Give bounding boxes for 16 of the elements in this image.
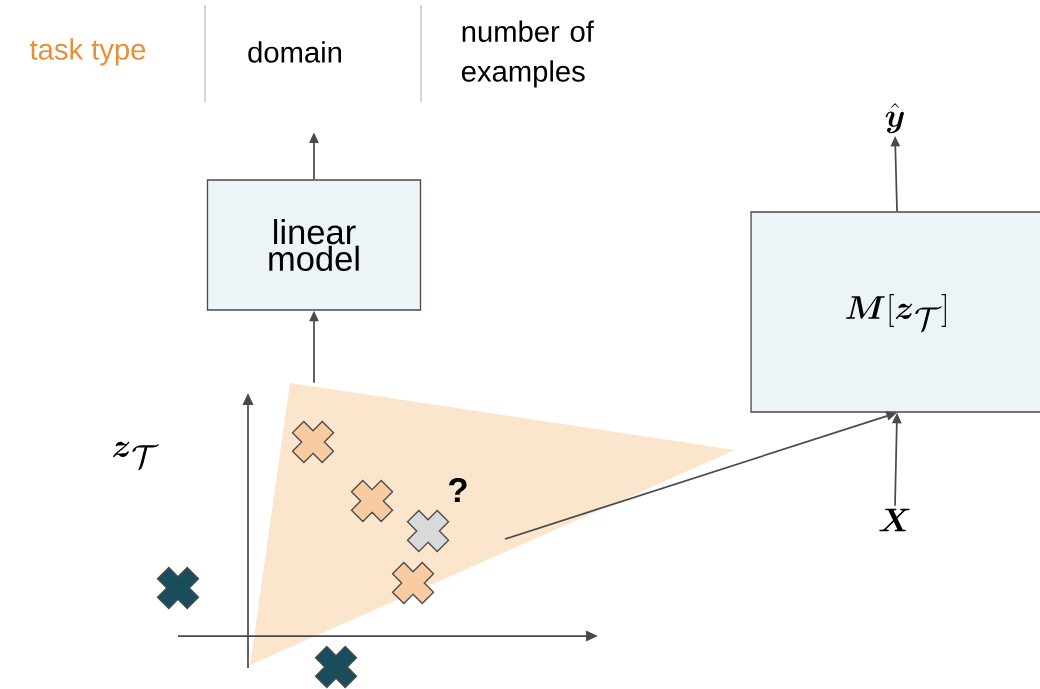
cross-marker — [391, 561, 435, 605]
projection-fan — [250, 383, 735, 665]
cross-marker — [156, 566, 200, 610]
cross-marker — [406, 509, 450, 553]
model-box: $\boldsymbol{M}[\boldsymbol{z}_{\mathcal{T}}]$ — [750, 211, 1040, 413]
cross-marker — [350, 479, 394, 523]
question-mark: ? — [449, 477, 467, 503]
cross-marker — [314, 645, 358, 689]
header-label: task type — [29, 38, 146, 66]
cross-marker — [291, 420, 335, 464]
header-label: domain — [248, 41, 341, 63]
variable-symbol: $\hat{\boldsymbol{y}}$ — [885, 103, 904, 134]
process-box: linear model — [206, 179, 422, 311]
axis-label: $\boldsymbol{z}_{\mathcal{T}}$ — [113, 441, 159, 471]
variable-symbol: $\boldsymbol{X}$ — [879, 508, 910, 532]
header-label: number of examples — [461, 20, 594, 88]
